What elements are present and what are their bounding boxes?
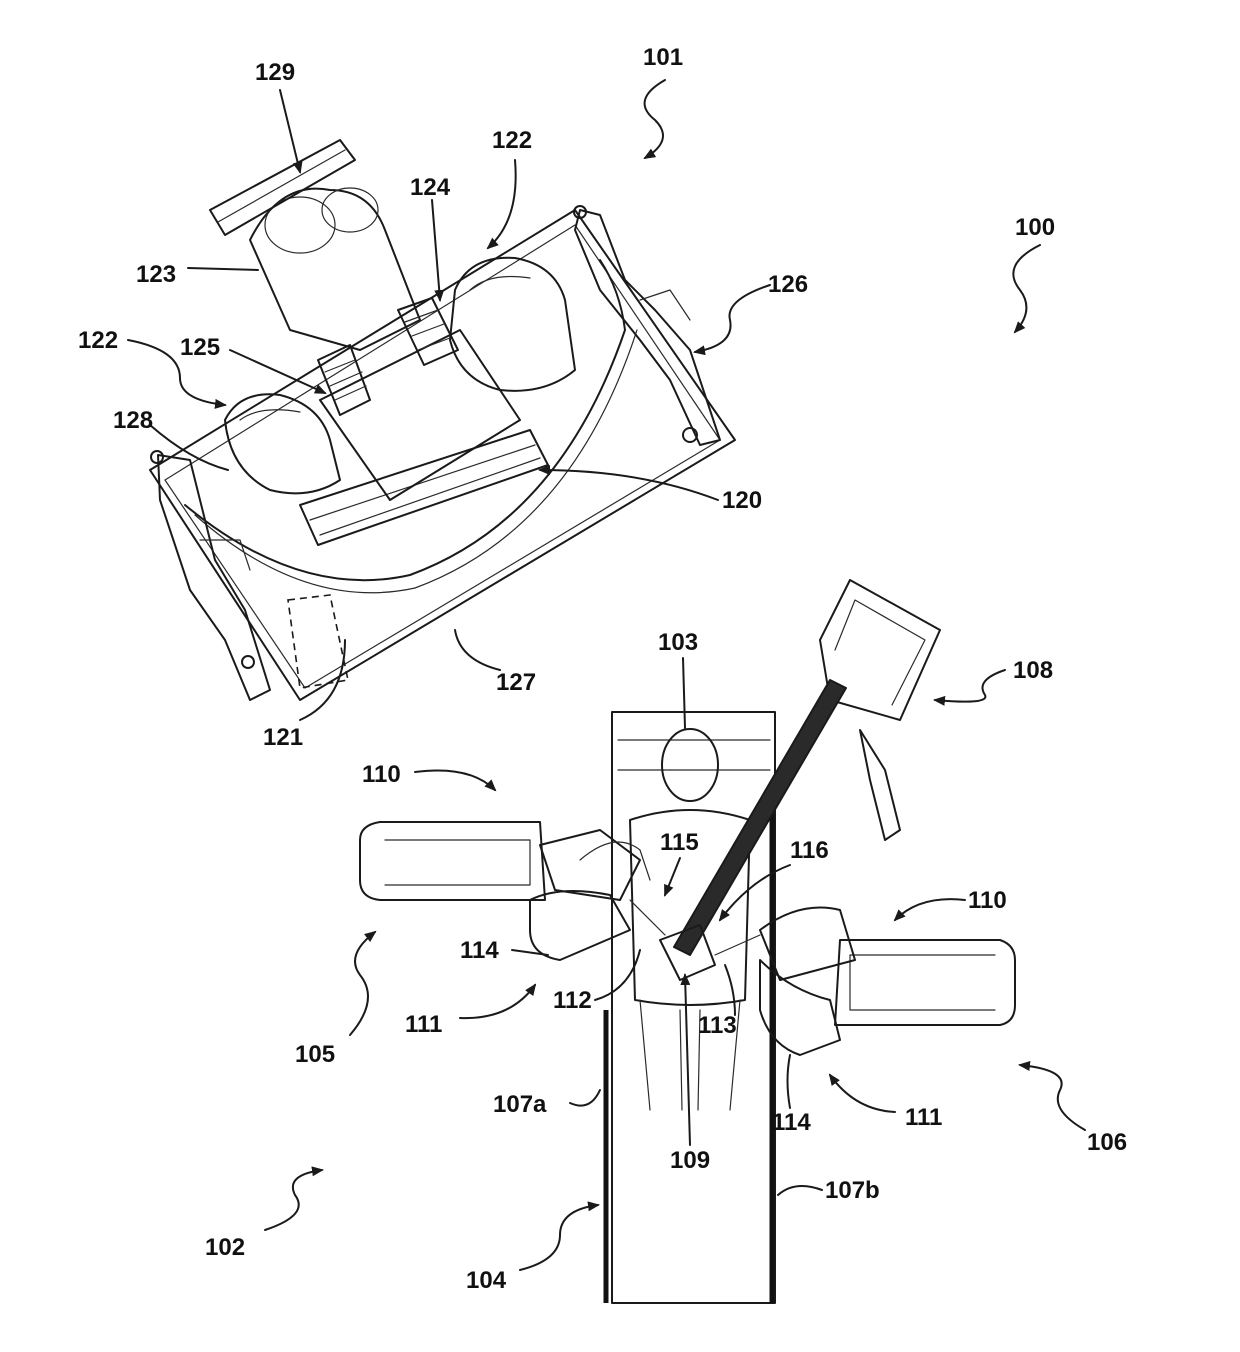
patient-side-system	[360, 580, 1015, 1303]
label-111-right: 111	[905, 1104, 942, 1131]
label-129: 129	[255, 59, 295, 86]
label-112: 112	[553, 987, 592, 1014]
right-hand-controller	[398, 298, 458, 365]
label-120: 120	[722, 487, 762, 514]
label-109: 109	[670, 1147, 710, 1174]
console-base-platform	[150, 210, 735, 700]
label-115: 115	[660, 829, 699, 856]
console-right-arm	[575, 210, 720, 445]
label-103: 103	[658, 629, 698, 656]
label-107a: 107a	[493, 1091, 547, 1118]
left-armrest	[225, 394, 340, 493]
label-104: 104	[466, 1267, 507, 1294]
label-106: 106	[1087, 1129, 1127, 1156]
label-128: 128	[113, 407, 153, 434]
right-armrest	[450, 258, 575, 391]
label-105: 105	[295, 1041, 335, 1068]
label-125: 125	[180, 334, 220, 361]
label-127: 127	[496, 669, 536, 696]
label-126: 126	[768, 271, 808, 298]
label-123: 123	[136, 261, 176, 288]
label-121: 121	[263, 724, 303, 751]
label-111-left: 111	[405, 1011, 442, 1038]
label-114-right: 114	[772, 1109, 811, 1136]
label-122-left: 122	[78, 327, 118, 354]
label-113: 113	[698, 1012, 737, 1039]
reference-labels: 100 101 102 103 104 105 106 107a 107b 10…	[78, 44, 1127, 1294]
chair-backrest	[250, 189, 420, 350]
label-116: 116	[790, 837, 829, 864]
label-101: 101	[643, 44, 683, 71]
overhead-boom	[674, 680, 846, 955]
foot-pedal-bar	[300, 430, 548, 545]
label-124: 124	[410, 174, 451, 201]
label-114-left: 114	[460, 937, 499, 964]
left-manipulator-arm	[360, 822, 650, 960]
label-102: 102	[205, 1234, 245, 1261]
surgeon-console	[150, 140, 735, 700]
right-manipulator-arm	[760, 908, 1015, 1056]
label-110-left: 110	[362, 761, 401, 788]
label-107b: 107b	[825, 1177, 880, 1204]
chair-headrest-bar	[210, 140, 355, 235]
label-122-top: 122	[492, 127, 532, 154]
label-108: 108	[1013, 657, 1053, 684]
label-100: 100	[1015, 214, 1055, 241]
label-110-right: 110	[968, 887, 1007, 914]
foot-pedal-region	[288, 595, 348, 688]
